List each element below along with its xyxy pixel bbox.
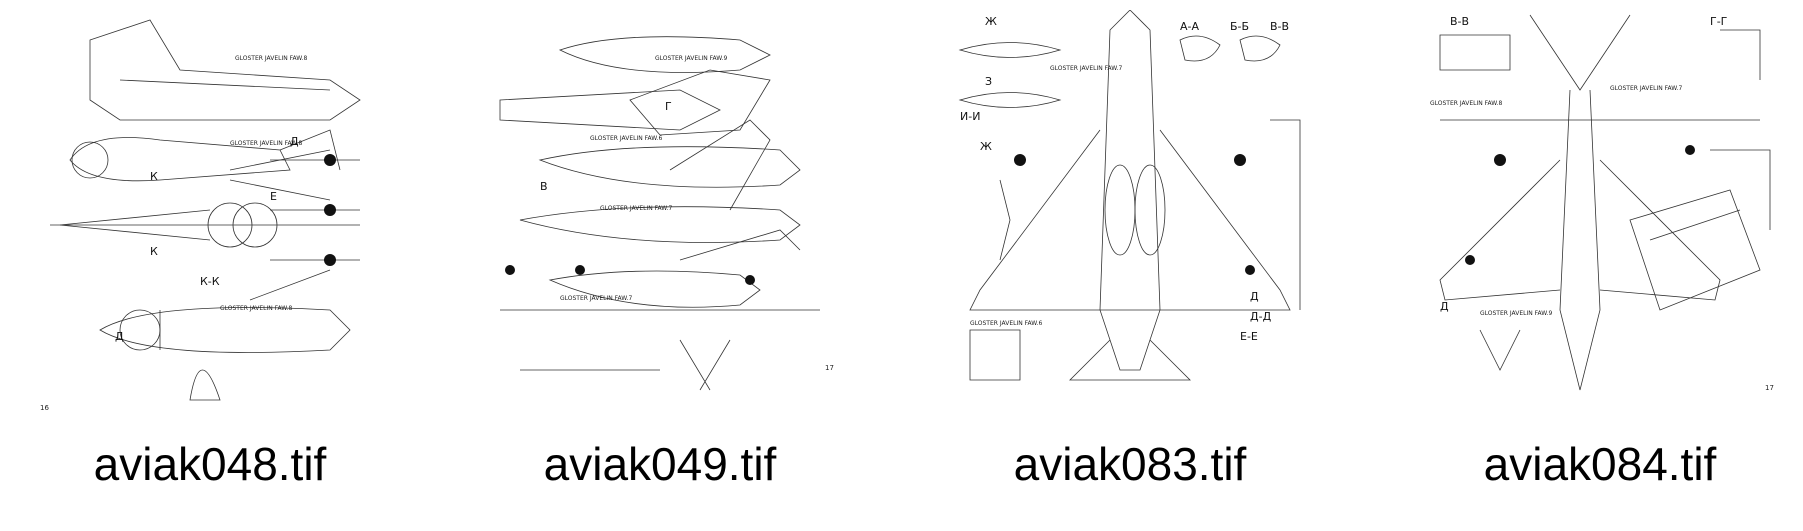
label-5: В-В bbox=[1270, 20, 1289, 33]
page-number: 16 bbox=[40, 404, 49, 412]
label-1: В-В bbox=[1450, 15, 1469, 28]
label-2: З bbox=[985, 75, 992, 88]
label-10: Е-Е bbox=[1240, 330, 1258, 343]
label-2: GLOSTER JAVELIN FAW.8 bbox=[230, 140, 302, 147]
blueprint-page-aviak049: GLOSTER JAVELIN FAW.9 GLOSTER JAVELIN FA… bbox=[499, 36, 834, 391]
label-12: Д-Д bbox=[1250, 310, 1272, 323]
label-5: К bbox=[150, 245, 158, 258]
label-9: GLOSTER JAVELIN FAW.7 bbox=[1050, 65, 1122, 72]
blueprint-page-aviak048: GLOSTER JAVELIN FAW.8 GLOSTER JAVELIN FA… bbox=[40, 19, 361, 412]
label-6: В bbox=[540, 180, 548, 193]
label-3: GLOSTER JAVELIN FAW.7 bbox=[600, 205, 672, 212]
label-1: GLOSTER JAVELIN FAW.9 bbox=[655, 55, 727, 62]
label-9: Е bbox=[270, 190, 277, 203]
label-1: GLOSTER JAVELIN FAW.8 bbox=[235, 55, 307, 62]
filename-caption: aviak049.tif bbox=[543, 438, 777, 490]
label-8: GLOSTER JAVELIN FAW.6 bbox=[970, 320, 1042, 327]
label-7: Ж bbox=[980, 140, 992, 153]
filename-caption: aviak084.tif bbox=[1483, 438, 1717, 490]
label-3: GLOSTER JAVELIN FAW.8 bbox=[220, 305, 292, 312]
thumbnail-aviak049[interactable]: GLOSTER JAVELIN FAW.9 GLOSTER JAVELIN FA… bbox=[480, 10, 840, 420]
label-8: Д bbox=[290, 135, 299, 148]
label-2: Г-Г bbox=[1710, 15, 1728, 28]
label-1: Ж bbox=[985, 15, 997, 28]
label-7: Д bbox=[115, 330, 124, 343]
thumbnail-aviak084[interactable]: В-В Г-Г GLOSTER JAVELIN FAW.7 GLOSTER JA… bbox=[1420, 10, 1780, 420]
label-6: И-И bbox=[960, 110, 980, 123]
blueprint-page-aviak083: Ж З А-А Б-Б В-В И-И Ж GLOSTER JAVELIN FA… bbox=[958, 10, 1301, 381]
filename-caption: aviak048.tif bbox=[93, 438, 327, 490]
label-4: GLOSTER JAVELIN FAW.8 bbox=[1430, 100, 1502, 107]
label-3: А-А bbox=[1180, 20, 1199, 33]
label-6: GLOSTER JAVELIN FAW.9 bbox=[1480, 310, 1552, 317]
label-6: К-К bbox=[200, 275, 220, 288]
filename-caption: aviak083.tif bbox=[1013, 438, 1247, 490]
label-4: К bbox=[150, 170, 158, 183]
label-5: Д bbox=[1440, 300, 1449, 313]
blueprint-page-aviak084: В-В Г-Г GLOSTER JAVELIN FAW.7 GLOSTER JA… bbox=[1430, 14, 1774, 392]
label-11: Д bbox=[1250, 290, 1259, 303]
page-number: 17 bbox=[825, 364, 834, 372]
thumbnail-aviak048[interactable]: GLOSTER JAVELIN FAW.8 GLOSTER JAVELIN FA… bbox=[30, 10, 390, 420]
label-3: GLOSTER JAVELIN FAW.7 bbox=[1610, 85, 1682, 92]
label-4: Б-Б bbox=[1230, 20, 1249, 33]
label-2: GLOSTER JAVELIN FAW.6 bbox=[590, 135, 662, 142]
page-number: 17 bbox=[1765, 384, 1774, 392]
label-4: GLOSTER JAVELIN FAW.7 bbox=[560, 295, 632, 302]
thumbnail-aviak083[interactable]: Ж З А-А Б-Б В-В И-И Ж GLOSTER JAVELIN FA… bbox=[950, 10, 1310, 420]
label-5: Г bbox=[665, 100, 672, 113]
